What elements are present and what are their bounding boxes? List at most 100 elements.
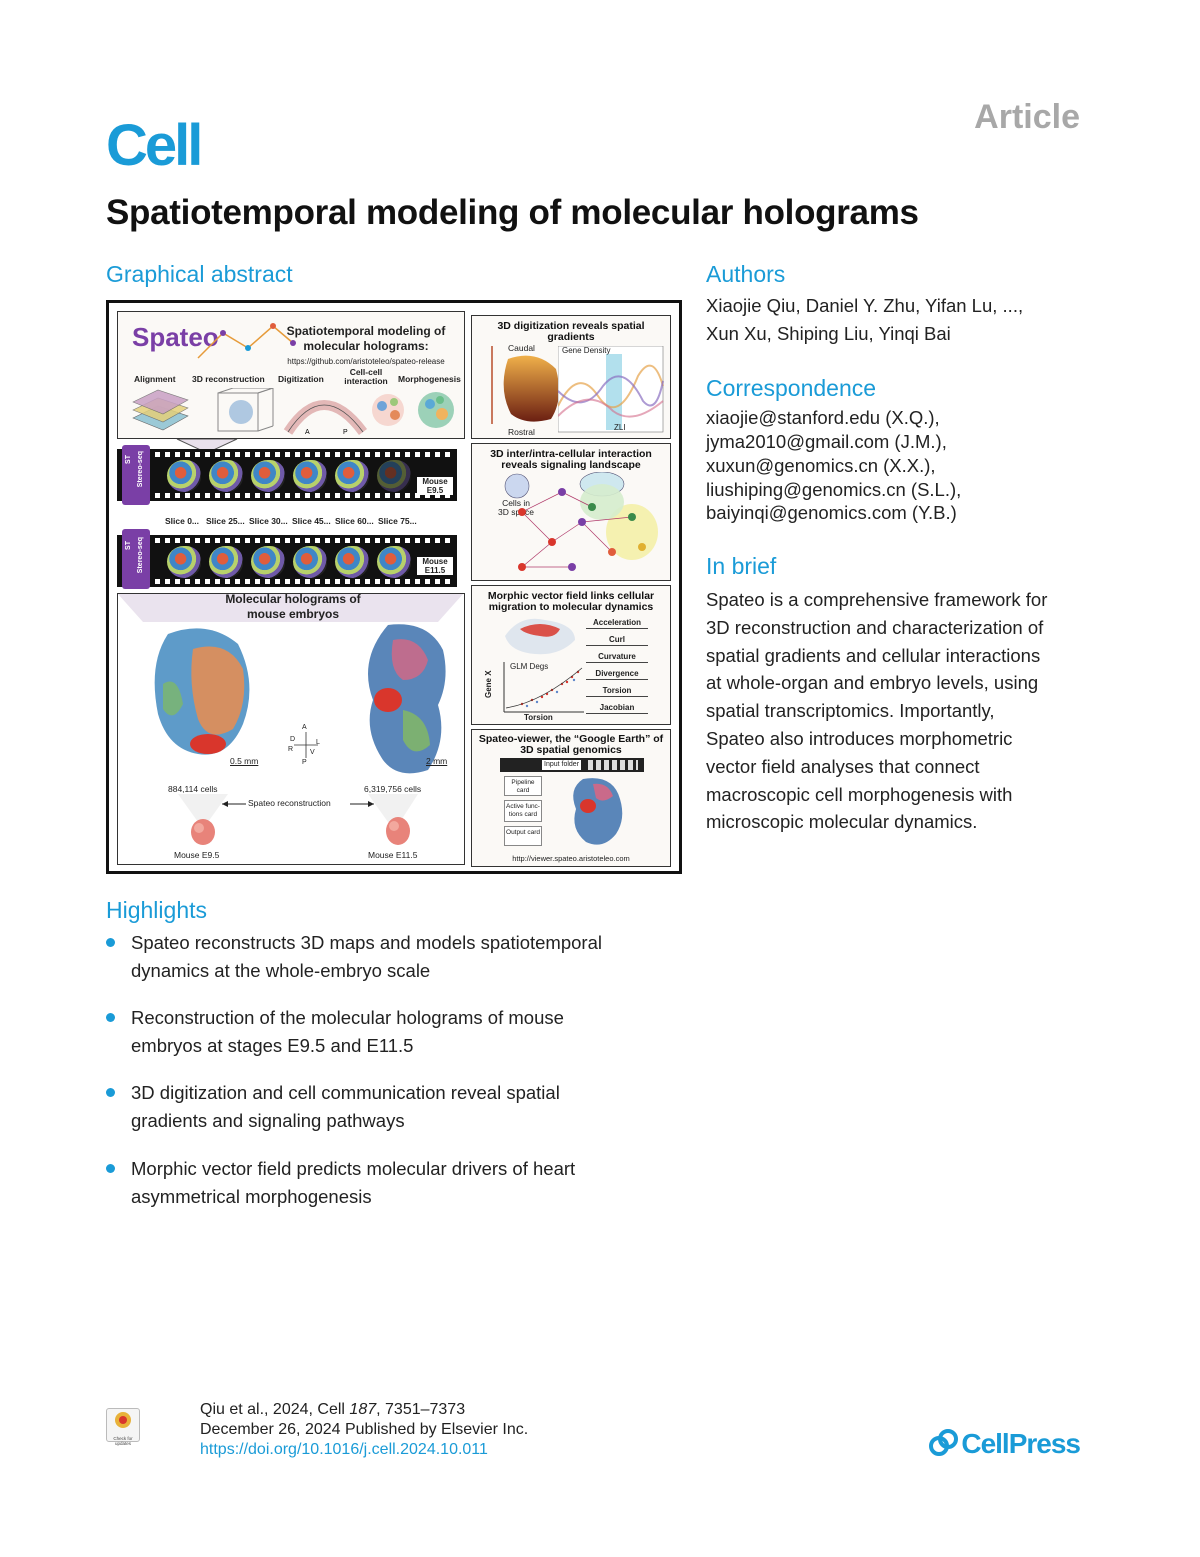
email-link[interactable]: xuxun@genomics.cn (X.X.), xyxy=(706,455,936,476)
vector-field-heart xyxy=(505,618,575,655)
attribute-torsion: Torsion xyxy=(586,686,648,697)
axis-a: A xyxy=(302,724,307,731)
st-label: ST xyxy=(125,455,132,464)
stereo-seq-label: Stereo-seq xyxy=(137,537,144,574)
graphical-abstract-heading: Graphical abstract xyxy=(106,261,293,287)
github-url[interactable]: https://github.com/aristoteleo/spateo-re… xyxy=(287,357,445,366)
highlight-item: Spateo reconstructs 3D maps and models s… xyxy=(106,929,686,985)
scale-bar-1: 0.5 mm xyxy=(230,756,259,766)
vector-field-title: Morphic vector field links cellular migr… xyxy=(487,590,655,613)
email-link[interactable]: jyma2010@gmail.com (J.M.), xyxy=(706,431,947,452)
graphical-abstract: Spateo Spatiotemporal modeling of molecu… xyxy=(106,300,682,874)
email-link[interactable]: liushiping@genomics.cn (S.L.), xyxy=(706,479,962,500)
axis-l: L xyxy=(316,739,320,746)
slice-label: Slice 30... xyxy=(249,516,288,526)
gene-density-label: Gene Density xyxy=(562,346,611,355)
axis-a-label: A xyxy=(305,429,310,436)
digitization-title: 3D digitization reveals spatial gradient… xyxy=(497,320,645,343)
attribute-acceleration: Acceleration xyxy=(586,618,648,629)
network-icon xyxy=(197,323,296,359)
axis-p: P xyxy=(302,759,307,766)
highlight-item: Morphic vector field predicts molecular … xyxy=(106,1155,686,1211)
correspondence-heading: Correspondence xyxy=(706,375,877,401)
axis-d: D xyxy=(290,736,296,743)
film-strip-e115: ST Stereo-seq Mouse E11.5 xyxy=(117,529,457,589)
spateo-overview-panel: Spateo Spatiotemporal modeling of molecu… xyxy=(117,311,465,439)
spateo-reconstruction-label: Spateo reconstruction xyxy=(248,798,331,808)
axis-p-label: P xyxy=(343,429,348,436)
viewer-panel: Spateo-viewer, the “Google Earth” of 3D … xyxy=(471,729,671,867)
highlight-item: 3D digitization and cell communication r… xyxy=(106,1079,686,1135)
attribute-divergence: Divergence xyxy=(586,669,648,680)
check-updates-icon xyxy=(115,1412,131,1428)
bullet-icon xyxy=(106,1088,115,1097)
cellpress-logo: CellPress xyxy=(927,1428,1081,1460)
output-card[interactable]: Output card xyxy=(504,826,542,846)
publication-date: December 26, 2024 Published by Elsevier … xyxy=(200,1421,529,1438)
step-label: Morphogenesis xyxy=(398,374,461,384)
gene-density-plot xyxy=(558,346,664,433)
gene-x-axis-label: Gene X xyxy=(484,670,493,698)
scale-bar-2: 2 mm xyxy=(426,756,448,766)
check-for-updates-badge[interactable]: Check for updates xyxy=(106,1408,140,1446)
attribute-jacobian: Jacobian xyxy=(586,703,648,714)
compass-icon xyxy=(294,732,318,758)
active-functions-card[interactable]: Active func-tions card xyxy=(504,800,542,822)
toolbar-icons xyxy=(588,760,638,770)
interaction-title: 3D inter/intra-cellular interaction reve… xyxy=(490,448,652,471)
doi-link[interactable]: https://doi.org/10.1016/j.cell.2024.10.0… xyxy=(200,1441,488,1458)
torsion-axis-label: Torsion xyxy=(524,713,553,722)
cells-count-e115: 6,319,756 cells xyxy=(364,784,422,794)
mouse-e95-tag: Mouse E9.5 xyxy=(417,477,453,495)
embryo-e95-label: Mouse E9.5 xyxy=(174,850,220,860)
slice-label: Slice 0... xyxy=(165,516,200,526)
email-link[interactable]: baiyinqi@genomics.com (Y.B.) xyxy=(706,502,957,523)
spateo-brand: Spateo xyxy=(132,322,219,352)
rostral-label: Rostral xyxy=(508,427,535,437)
embryo-e115-label: Mouse E11.5 xyxy=(368,850,418,860)
email-link[interactable]: xiaojie@stanford.edu (X.Q.), xyxy=(706,407,940,428)
slice-label: Slice 60... xyxy=(335,516,374,526)
highlights-heading: Highlights xyxy=(106,897,207,923)
embryo-e95-icon xyxy=(191,819,215,845)
cells-count-e95: 884,114 cells xyxy=(168,784,218,794)
signaling-network xyxy=(504,472,658,571)
step-label: Cell-cell interaction xyxy=(344,367,388,386)
caudal-label: Caudal xyxy=(508,343,535,353)
step-label: Digitization xyxy=(278,374,324,384)
authors-line: Xiaojie Qiu, Daniel Y. Zhu, Yifan Lu, ..… xyxy=(706,295,1024,316)
viewer-toolbar: Input folder xyxy=(500,758,644,772)
bullet-icon xyxy=(106,1013,115,1022)
stereo-seq-label: Stereo-seq xyxy=(137,451,144,488)
embryo-e95-hologram xyxy=(154,628,250,755)
axis-r: R xyxy=(288,746,294,753)
citation-line: Qiu et al., 2024, Cell 187, 7351–7373 xyxy=(200,1401,466,1418)
in-brief-heading: In brief xyxy=(706,553,777,579)
st-label: ST xyxy=(125,541,132,550)
authors-heading: Authors xyxy=(706,261,786,287)
input-folder-button[interactable]: Input folder xyxy=(542,760,582,770)
embryo-e115-icon xyxy=(386,817,410,845)
vector-field-panel: Morphic vector field links cellular migr… xyxy=(471,585,671,725)
film-strip-e95: ST Stereo-seq Mouse E9.5 xyxy=(117,445,457,505)
bullet-icon xyxy=(106,938,115,947)
digitization-panel: 3D digitization reveals spatial gradient… xyxy=(471,315,671,439)
slice-label: Slice 25... xyxy=(206,516,245,526)
viewer-title: Spateo-viewer, the “Google Earth” of 3D … xyxy=(478,733,664,756)
article-title: Spatiotemporal modeling of molecular hol… xyxy=(106,193,919,232)
journal-logo: Cell xyxy=(106,113,203,178)
canister-icon xyxy=(122,445,150,505)
pipeline-card[interactable]: Pipeline card xyxy=(504,776,542,796)
gradient-embryo xyxy=(491,346,560,424)
step-label: 3D reconstruction xyxy=(192,374,265,384)
glm-degs-label: GLM Degs xyxy=(510,662,549,671)
article-type-label: Article xyxy=(974,98,1080,136)
attribute-curvature: Curvature xyxy=(586,652,648,663)
reconstruction-arrow xyxy=(222,801,374,807)
slice-label: Slice 75... xyxy=(378,516,417,526)
mouse-e115-tag: Mouse E11.5 xyxy=(417,557,453,575)
attribute-curl: Curl xyxy=(586,635,648,646)
cells-in-3d-label: Cells in 3D space xyxy=(498,498,534,517)
cellpress-wordmark: CellPress xyxy=(961,1428,1081,1459)
viewer-url[interactable]: http://viewer.spateo.aristoteleo.com xyxy=(512,854,630,863)
